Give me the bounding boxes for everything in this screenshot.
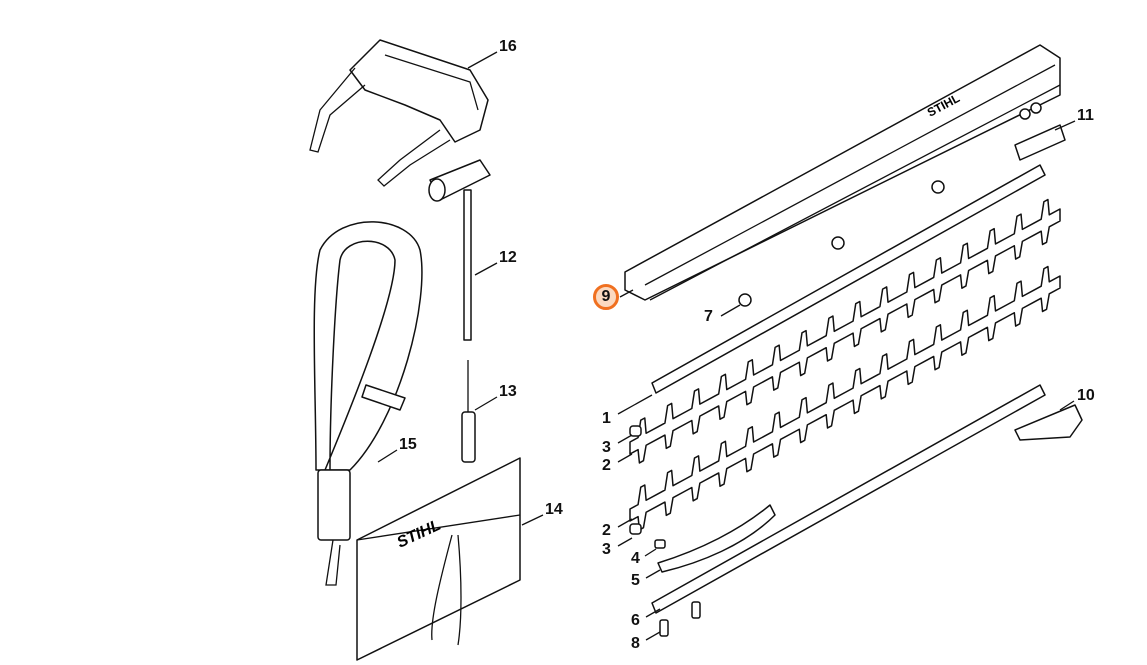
blade-2[interactable] xyxy=(629,265,1061,531)
part-10-bracket[interactable] xyxy=(1014,404,1083,441)
part-5-plate[interactable] xyxy=(657,504,776,573)
part-1-gear-bar[interactable] xyxy=(651,164,1046,394)
callout-1[interactable]: 1 xyxy=(602,410,611,427)
part-6-bottom-bar[interactable] xyxy=(651,384,1046,614)
part-11-bracket[interactable] xyxy=(1014,102,1066,161)
callout-8[interactable]: 8 xyxy=(631,635,640,652)
callout-11[interactable]: 11 xyxy=(1077,107,1094,124)
part-2-cutting-blades[interactable] xyxy=(629,198,1061,531)
callout-7[interactable]: 7 xyxy=(704,308,713,325)
callout-12[interactable]: 12 xyxy=(499,249,517,266)
callout-16[interactable]: 16 xyxy=(499,38,517,55)
leader-lines xyxy=(377,51,1076,641)
part-9-blade-guard[interactable]: STIHL xyxy=(624,44,1061,301)
part-12-combination-wrench[interactable] xyxy=(428,159,491,341)
callout-2b[interactable]: 2 xyxy=(602,522,611,539)
part-13-screwdriver[interactable] xyxy=(461,360,476,463)
part-3-4-8-small-parts[interactable] xyxy=(629,425,701,637)
callout-3b[interactable]: 3 xyxy=(602,541,611,558)
callout-9-highlighted[interactable]: 9 xyxy=(593,284,619,310)
callout-14[interactable]: 14 xyxy=(545,501,563,518)
callout-4[interactable]: 4 xyxy=(631,550,640,567)
callout-3[interactable]: 3 xyxy=(602,439,611,456)
part-7-nuts[interactable] xyxy=(738,180,945,307)
callout-13[interactable]: 13 xyxy=(499,383,517,400)
blade-1[interactable] xyxy=(629,198,1061,464)
part-14-tool-pouch[interactable]: STIHL xyxy=(356,457,521,661)
part-15-harness[interactable] xyxy=(313,221,423,586)
part-16-safety-glasses[interactable] xyxy=(309,39,489,187)
callout-2[interactable]: 2 xyxy=(602,457,611,474)
callout-10[interactable]: 10 xyxy=(1077,387,1095,404)
callout-15[interactable]: 15 xyxy=(399,436,417,453)
callout-6[interactable]: 6 xyxy=(631,612,640,629)
callout-5[interactable]: 5 xyxy=(631,572,640,589)
